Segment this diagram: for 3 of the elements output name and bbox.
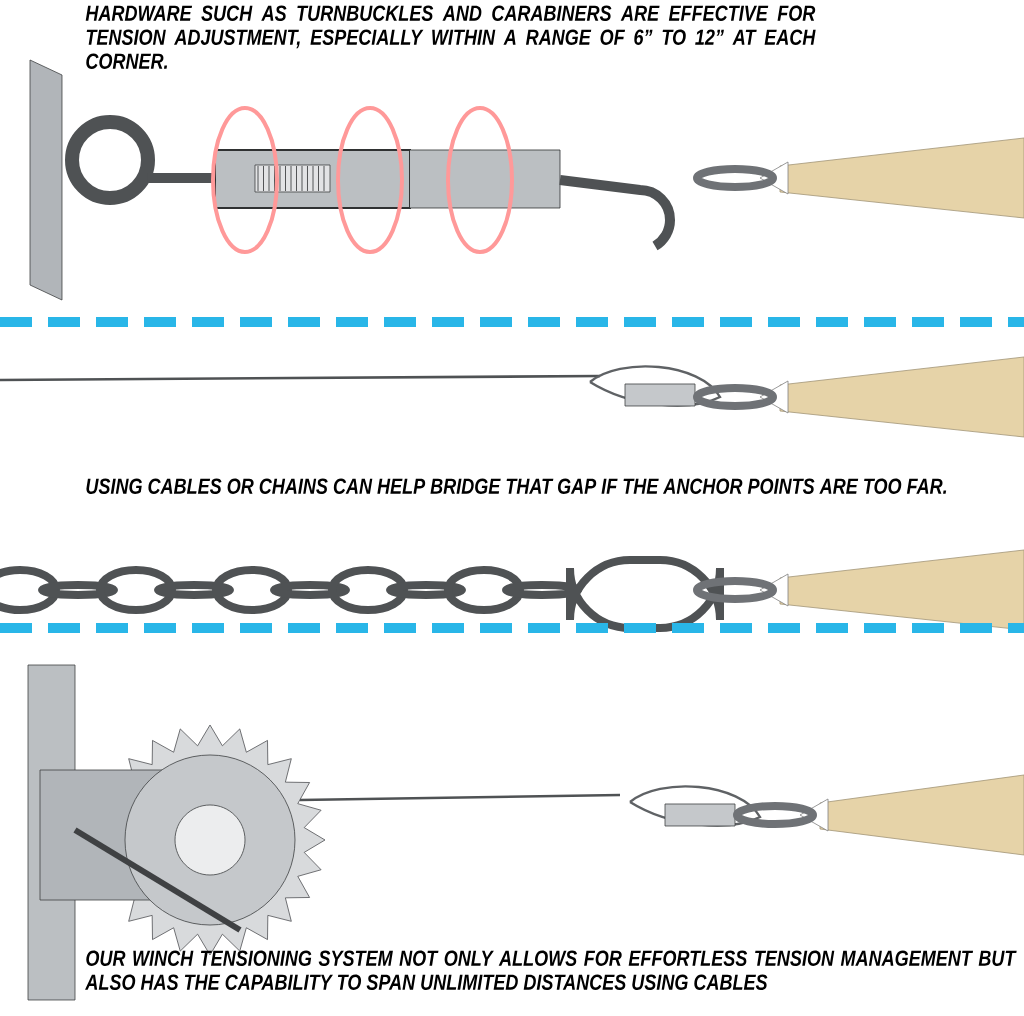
caption-text: USING CABLES OR CHAINS CAN HELP BRIDGE THAT GAP IF THE ANCHOR POINTS ARE TOO FAR. (86, 478, 947, 494)
caption-text: OUR WINCH TENSIONING SYSTEM NOT ONLY ALLOWS FOR EFFORTLESS TENSION MANAGEMENT BUT ALSO HAS THE CAPABILITY TO SPAN UNLIMITED DISTANCES USING CABLES (85, 950, 1017, 990)
caption-text: HARDWARE SUCH AS TURNBUCKLES AND CARABINERS ARE EFFECTIVE FOR TENSION ADJUSTMENT, ESPECIALLY WITHIN A RANGE OF 6” TO 12” AT EACH CORNER. (85, 5, 816, 69)
